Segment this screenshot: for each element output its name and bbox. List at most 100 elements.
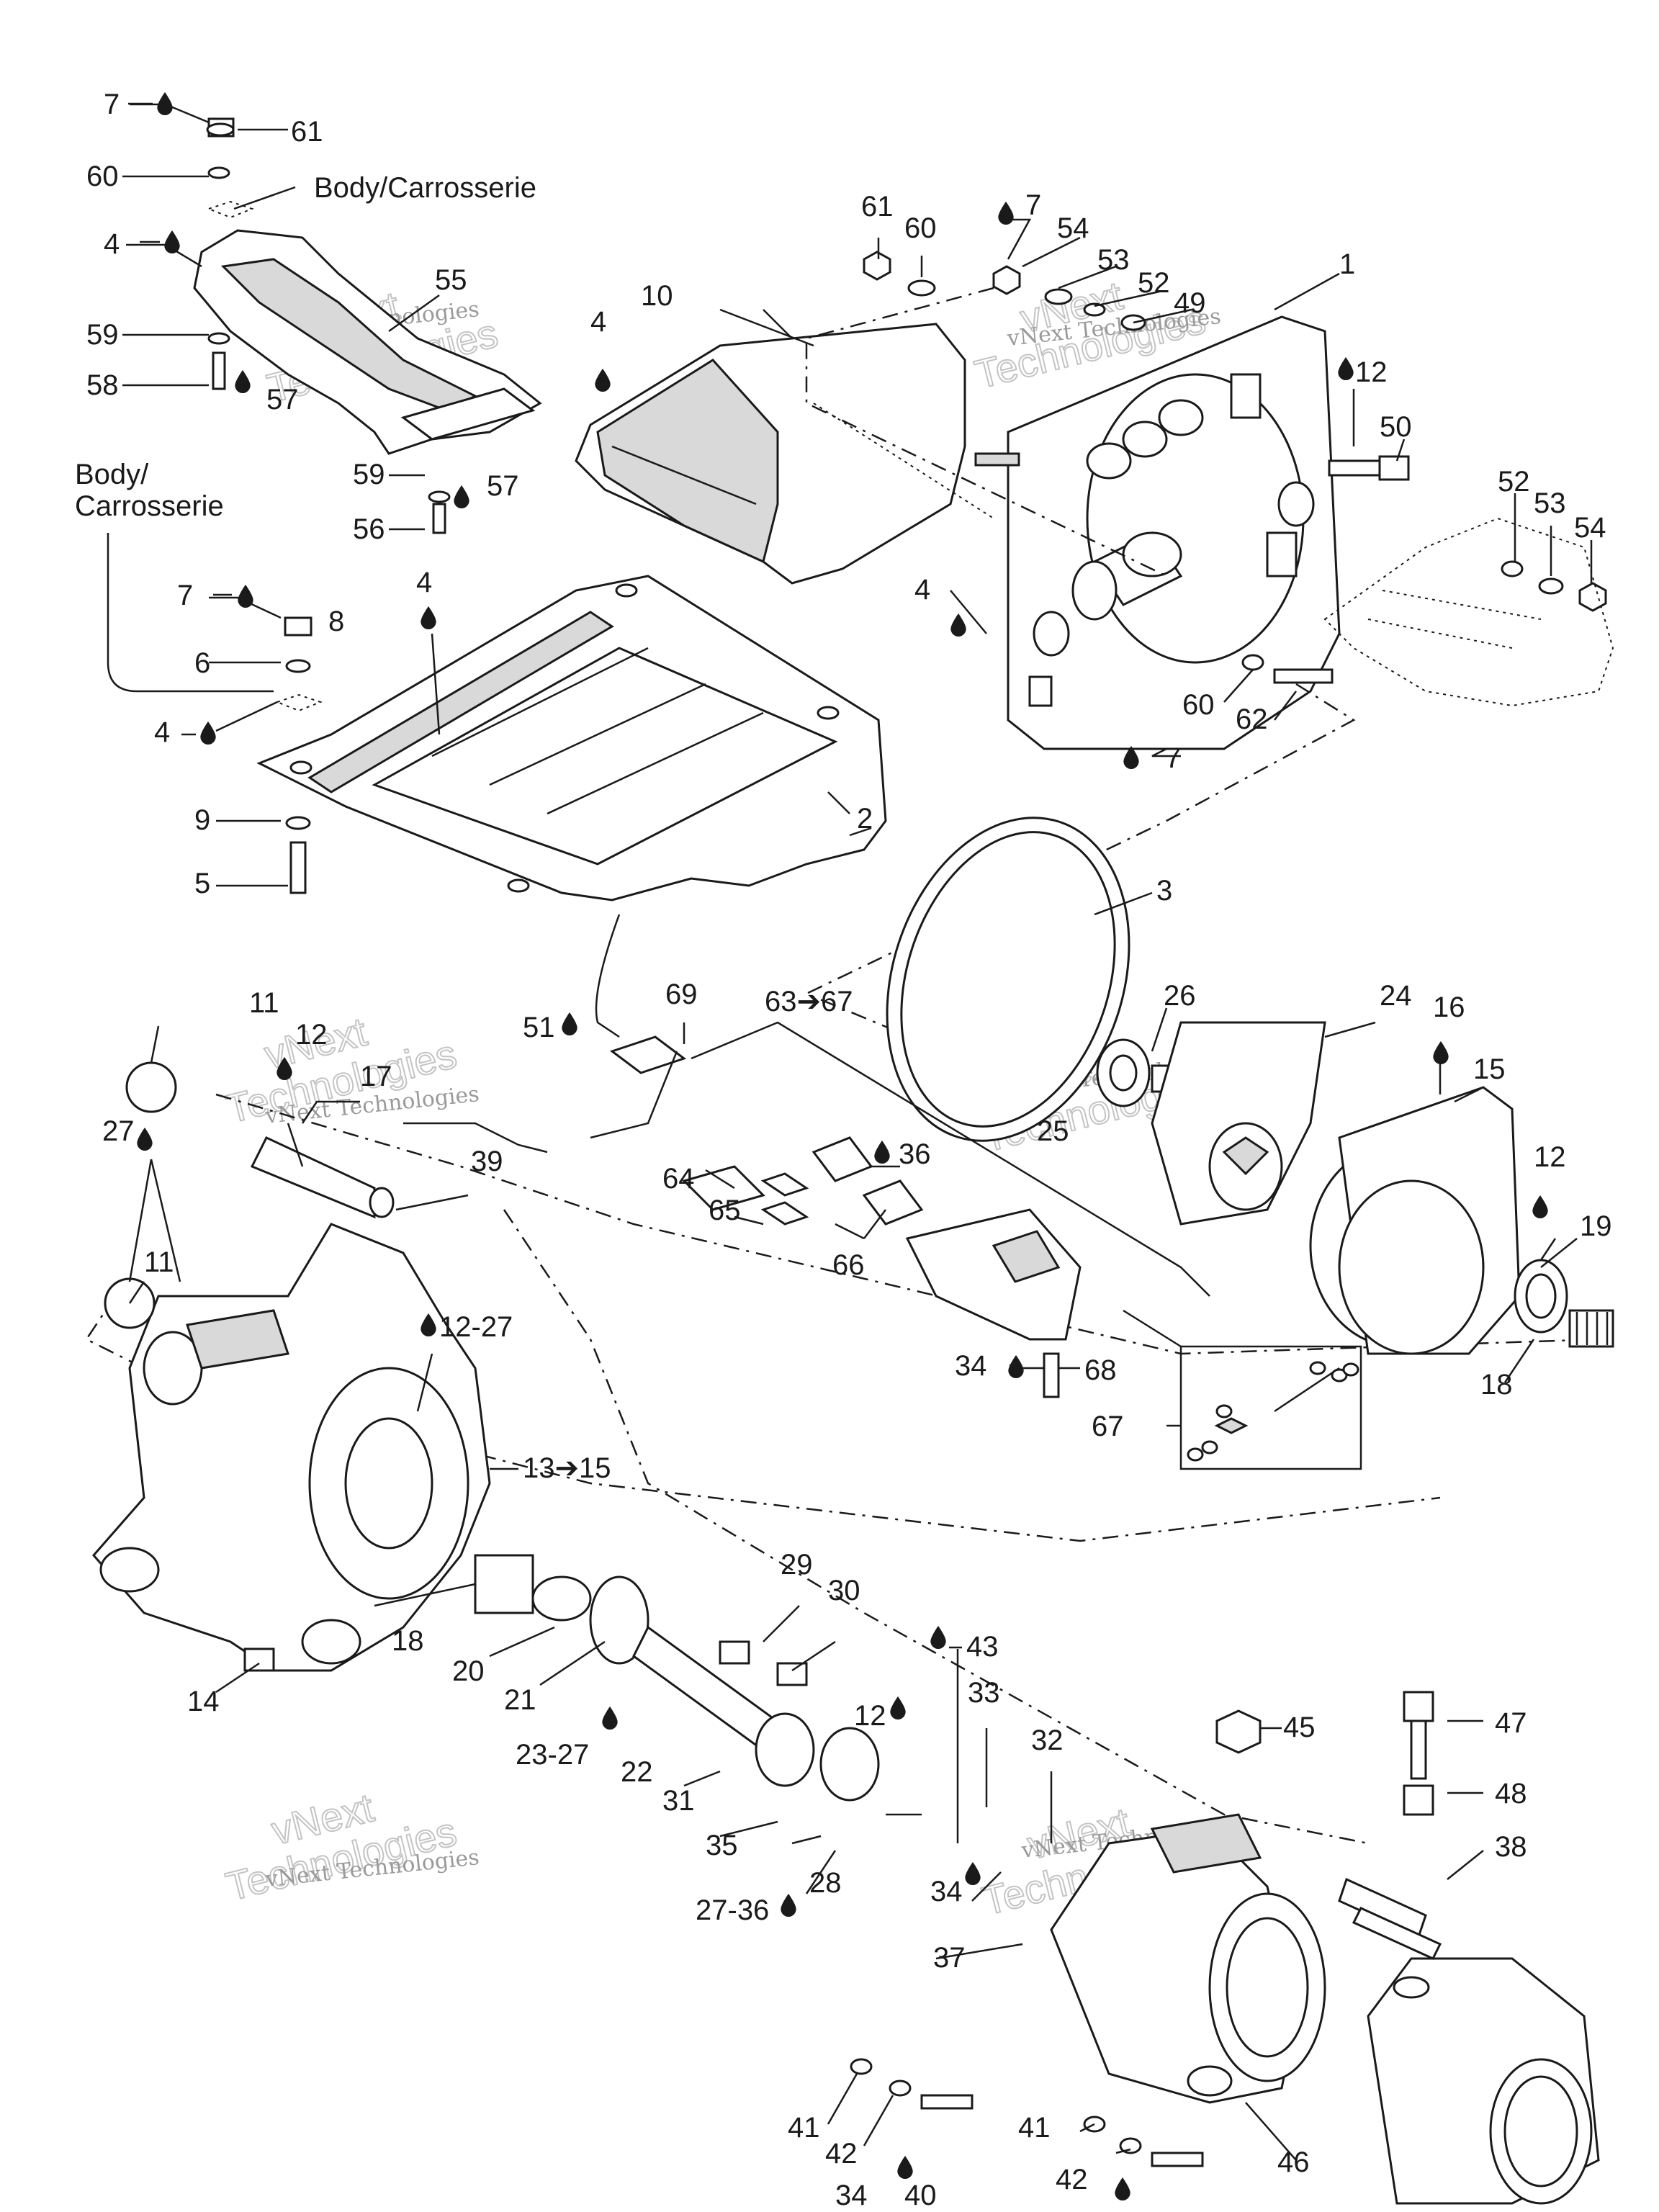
part-label: 60 <box>1182 689 1215 721</box>
part-label: 57 <box>266 384 299 415</box>
part-label: 13➔15 <box>523 1452 611 1484</box>
part-label: 5 <box>194 868 210 899</box>
part-label: 4 <box>416 567 432 598</box>
part-label: 39 <box>471 1146 503 1177</box>
part-label: 47 <box>1495 1707 1527 1739</box>
part-label: 61 <box>291 116 323 148</box>
part-label: 31 <box>662 1785 695 1817</box>
part-label: 29 <box>781 1549 813 1581</box>
part-label: 42 <box>1056 2164 1088 2195</box>
drop-icon <box>164 230 180 253</box>
seal-3 <box>886 817 1130 1142</box>
drop-icon <box>781 1894 796 1917</box>
part-label: 63➔67 <box>765 986 853 1017</box>
drop-icon <box>137 1128 153 1151</box>
part-label: 51 <box>523 1012 555 1043</box>
part-label: 10 <box>641 280 673 312</box>
part-label: 3 <box>1156 875 1172 907</box>
part-label: 4 <box>154 716 170 748</box>
part-label: 59 <box>353 459 385 490</box>
venturi-37 <box>1050 1813 1326 2104</box>
part-label: 42 <box>825 2138 858 2170</box>
part-label: 9 <box>194 804 210 836</box>
drop-icon <box>897 2156 913 2179</box>
part-label: 58 <box>86 369 119 401</box>
part-label: 67 <box>1092 1411 1124 1442</box>
part-number-labels: 7 61 60 Body/Carrosserie 4 55 59 58 57 5… <box>75 89 1612 2211</box>
part-label: 54 <box>1057 212 1089 244</box>
part-label: 19 <box>1580 1210 1612 1242</box>
part-label: 7 <box>1165 742 1181 774</box>
drop-icon <box>1115 2177 1130 2200</box>
part-label: 1 <box>1339 248 1355 280</box>
part-label: 16 <box>1433 992 1465 1023</box>
part-label: 68 <box>1084 1354 1117 1386</box>
part-label: 52 <box>1498 466 1530 498</box>
skid-plate-hardware <box>275 616 323 894</box>
part-label: 52 <box>1138 267 1170 299</box>
drop-icon <box>454 485 469 508</box>
drop-icon <box>965 1862 981 1885</box>
part-label: 11 <box>144 1246 174 1278</box>
drop-icon <box>238 585 253 608</box>
part-label: 37 <box>933 1942 966 1974</box>
part-label: 17 <box>360 1061 392 1092</box>
bearing-18-19 <box>1514 1259 1614 1348</box>
part-label: 66 <box>832 1249 865 1281</box>
part-label: 6 <box>194 647 210 679</box>
part-label: 40 <box>904 2180 937 2211</box>
bearing-shaft-parts <box>250 1136 880 1802</box>
part-label: 45 <box>1283 1712 1316 1743</box>
drop-icon <box>1433 1041 1449 1064</box>
part-label: 27 <box>102 1115 135 1147</box>
part-label: 30 <box>828 1575 860 1606</box>
impeller-24 <box>1151 1021 1326 1226</box>
part-label: 8 <box>328 606 344 637</box>
part-label: 4 <box>914 574 930 606</box>
part-label: 18 <box>392 1625 424 1657</box>
part-label: 26 <box>1164 980 1196 1012</box>
part-label: 7 <box>177 580 193 611</box>
part-label: 14 <box>187 1686 220 1717</box>
part-label: 54 <box>1574 512 1606 544</box>
drop-icon <box>998 202 1014 225</box>
part-label: 48 <box>1495 1778 1527 1809</box>
part-label: 11 <box>249 987 279 1019</box>
skid-plate-2 <box>256 575 887 902</box>
part-label: 32 <box>1031 1725 1064 1756</box>
part-label: 12 <box>1355 356 1388 388</box>
part-label: 22 <box>621 1756 653 1788</box>
part-label: 28 <box>809 1867 842 1899</box>
part-label: 4 <box>104 228 120 260</box>
part-label: 60 <box>86 161 119 192</box>
part-label: 50 <box>1380 411 1412 443</box>
part-label: 57 <box>487 470 519 502</box>
part-label: 69 <box>665 979 698 1010</box>
leader-lines <box>107 103 1593 2161</box>
body-label-left-1: Body/ <box>75 459 149 490</box>
pump-support-hardware <box>863 251 1607 684</box>
part-label: 18 <box>1480 1369 1513 1401</box>
pump-housing-13 <box>92 1061 491 1672</box>
part-label: 64 <box>662 1163 695 1195</box>
part-label: 41 <box>788 2112 820 2144</box>
part-label: 2 <box>857 803 873 835</box>
drop-icon <box>157 92 173 115</box>
label-ticks <box>128 102 1021 1649</box>
drop-icon <box>200 721 216 745</box>
pin-box-67 <box>1179 1345 1362 1470</box>
part-label: 53 <box>1097 244 1130 276</box>
part-label: 36 <box>899 1138 931 1170</box>
body-label-left-2: Carrosserie <box>75 490 224 522</box>
part-label: 12-27 <box>439 1311 513 1343</box>
drop-icon <box>930 1626 946 1649</box>
part-label: 59 <box>86 319 119 351</box>
intake-grate-10 <box>575 323 966 585</box>
part-label: 12 <box>1534 1141 1566 1173</box>
drop-icon <box>421 606 436 629</box>
drop-icon <box>1008 1355 1024 1378</box>
drop-icon <box>874 1141 890 1164</box>
part-label: 62 <box>1236 703 1268 735</box>
part-label: 61 <box>861 191 894 222</box>
